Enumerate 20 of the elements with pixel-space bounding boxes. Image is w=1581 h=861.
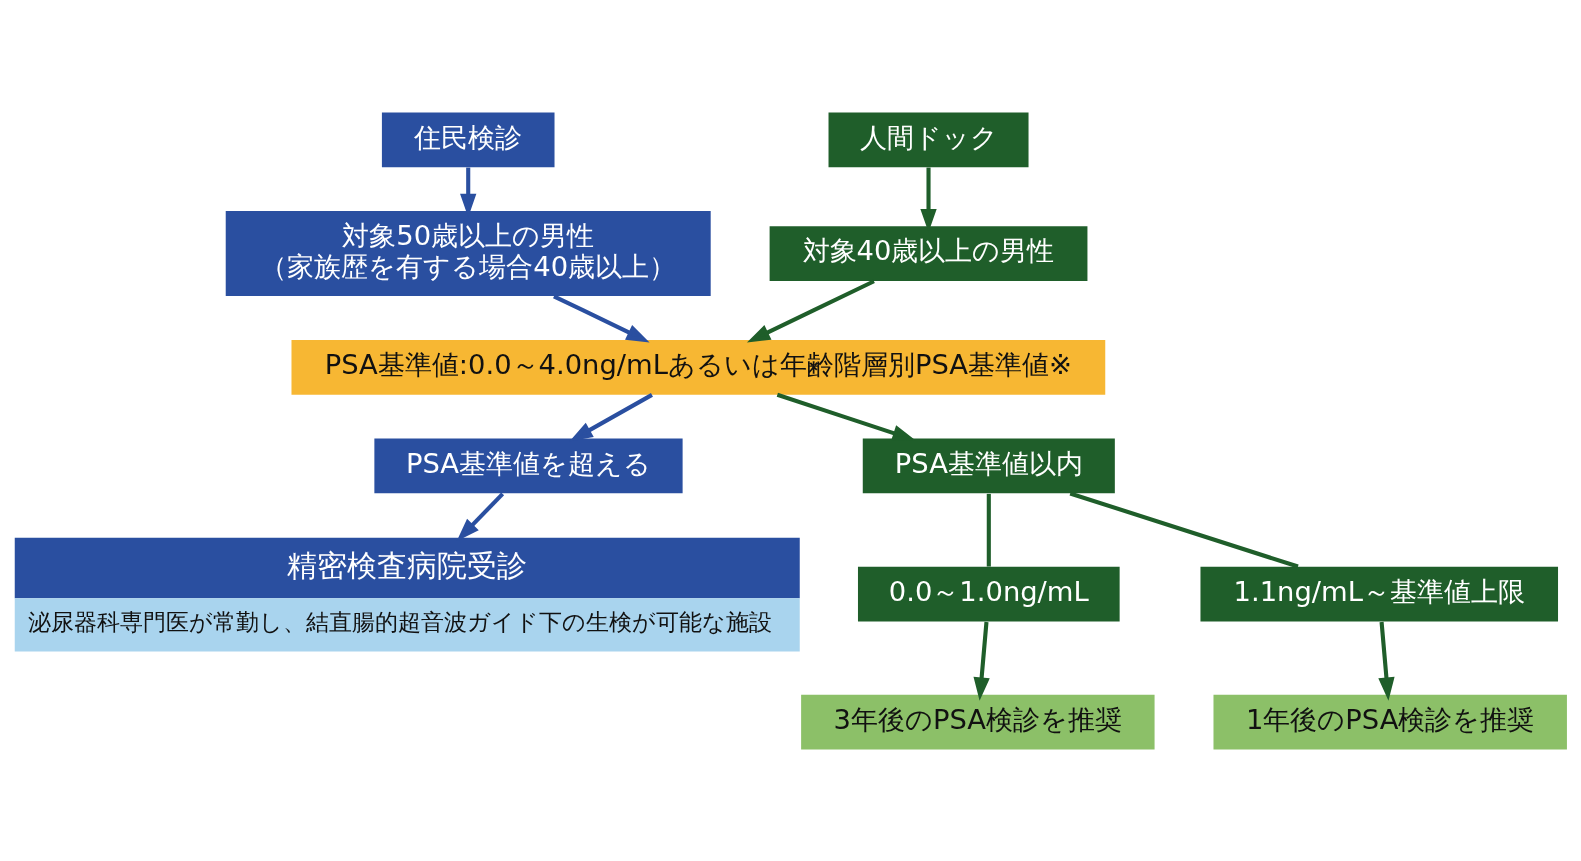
- node-box: 1年後のPSA検診を推奨: [1213, 694, 1567, 749]
- arrow: [776, 392, 916, 441]
- arrow: [456, 491, 505, 541]
- connector: [1069, 490, 1299, 568]
- node-box: 住民検診: [381, 112, 555, 167]
- arrow: [1378, 621, 1395, 701]
- node-box: 対象50歳以上の男性 （家族歴を有する場合40歳以上）: [225, 210, 711, 296]
- node-box: PSA基準値を超える: [374, 438, 683, 493]
- node-box: 0.0～1.0ng/mL: [857, 566, 1120, 621]
- connector: [986, 493, 991, 567]
- node-box: PSA基準値以内: [862, 438, 1115, 493]
- arrow: [746, 278, 875, 342]
- node-box: 人間ドック: [828, 112, 1029, 167]
- arrow: [569, 392, 653, 441]
- arrow: [973, 621, 990, 701]
- node-box: PSA基準値:0.0～4.0ng/mLあるいは年齢階層別PSA基準値※: [291, 339, 1106, 395]
- arrow: [553, 293, 650, 342]
- node-box: 対象40歳以上の男性: [769, 225, 1088, 281]
- node-box: 1.1ng/mL～基準値上限: [1200, 566, 1559, 621]
- node-box: 3年後のPSA検診を推奨: [801, 694, 1155, 749]
